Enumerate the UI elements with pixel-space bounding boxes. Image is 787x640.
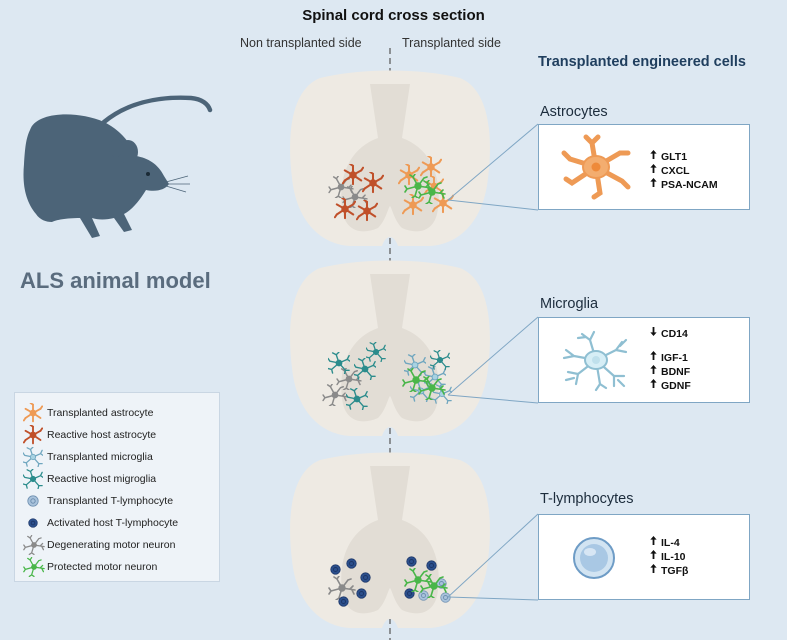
marker-bdnf: BDNF (649, 364, 691, 378)
activated-host-t-lymphocyte-icon (28, 518, 38, 528)
microglia-icon (562, 330, 628, 392)
transplanted-t-lymphocyte-icon (27, 495, 39, 507)
up-arrow-icon (650, 379, 657, 388)
astrocytes-title: Astrocytes (540, 104, 608, 120)
up-arrow-icon (650, 150, 657, 159)
degenerating-motor-neuron-icon (23, 535, 45, 555)
reactive-host-astrocyte-icon (23, 425, 43, 445)
legend-item: Reactive host astrocyte (23, 425, 156, 445)
astrocytes-info-box: GLT1 CXCL PSA-NCAM (538, 124, 750, 210)
transplanted-side-label: Transplanted side (402, 36, 501, 50)
legend-item: Transplanted T-lymphocyte (23, 491, 173, 511)
up-arrow-icon (650, 178, 657, 187)
protected-motor-neuron-icon (23, 557, 45, 577)
marker-il-10: IL-10 (649, 549, 688, 563)
t-lymphocyte-icon (573, 537, 615, 579)
marker-psa-ncam: PSA-NCAM (649, 177, 718, 191)
marker-cd14: CD14 (649, 326, 691, 340)
legend-item: Transplanted astrocyte (23, 403, 153, 423)
marker-tgfb: TGFβ (649, 563, 688, 577)
up-arrow-icon (650, 365, 657, 374)
legend-item: Degenerating motor neuron (23, 535, 175, 555)
marker-igf-1: IGF-1 (649, 350, 691, 364)
legend: Transplanted astrocyte Reactive host ast… (14, 392, 220, 582)
up-arrow-icon (650, 164, 657, 173)
up-arrow-icon (650, 550, 657, 559)
legend-item: Activated host T-lymphocyte (23, 513, 178, 533)
marker-glt1: GLT1 (649, 149, 718, 163)
microglia-info-box: CD14 IGF-1 BDNF GDNF (538, 317, 750, 403)
up-arrow-icon (650, 536, 657, 545)
down-arrow-icon (650, 327, 657, 336)
transplanted-microglia-icon (23, 447, 43, 467)
t-lymphocytes-info-box: IL-4 IL-10 TGFβ (538, 514, 750, 600)
up-arrow-icon (650, 564, 657, 573)
non-transplanted-side-label: Non transplanted side (240, 36, 362, 50)
marker-gdnf: GDNF (649, 378, 691, 392)
diagram-title: Spinal cord cross section (302, 7, 485, 24)
rat-icon (23, 95, 213, 238)
microglia-title: Microglia (540, 296, 599, 312)
legend-item: Protected motor neuron (23, 557, 157, 577)
transplanted-astrocyte-icon (23, 403, 43, 423)
marker-il-4: IL-4 (649, 535, 688, 549)
up-arrow-icon (650, 351, 657, 360)
reactive-host-microglia-icon (23, 469, 43, 489)
als-animal-model-label: ALS animal model (20, 268, 211, 293)
legend-item: Reactive host migroglia (23, 469, 156, 489)
astrocyte-icon (561, 134, 631, 200)
marker-cxcl: CXCL (649, 163, 718, 177)
t-lymphocytes-title: T-lymphocytes (540, 491, 634, 507)
legend-item: Transplanted microglia (23, 447, 153, 467)
engineered-cells-title: Transplanted engineered cells (538, 54, 746, 70)
